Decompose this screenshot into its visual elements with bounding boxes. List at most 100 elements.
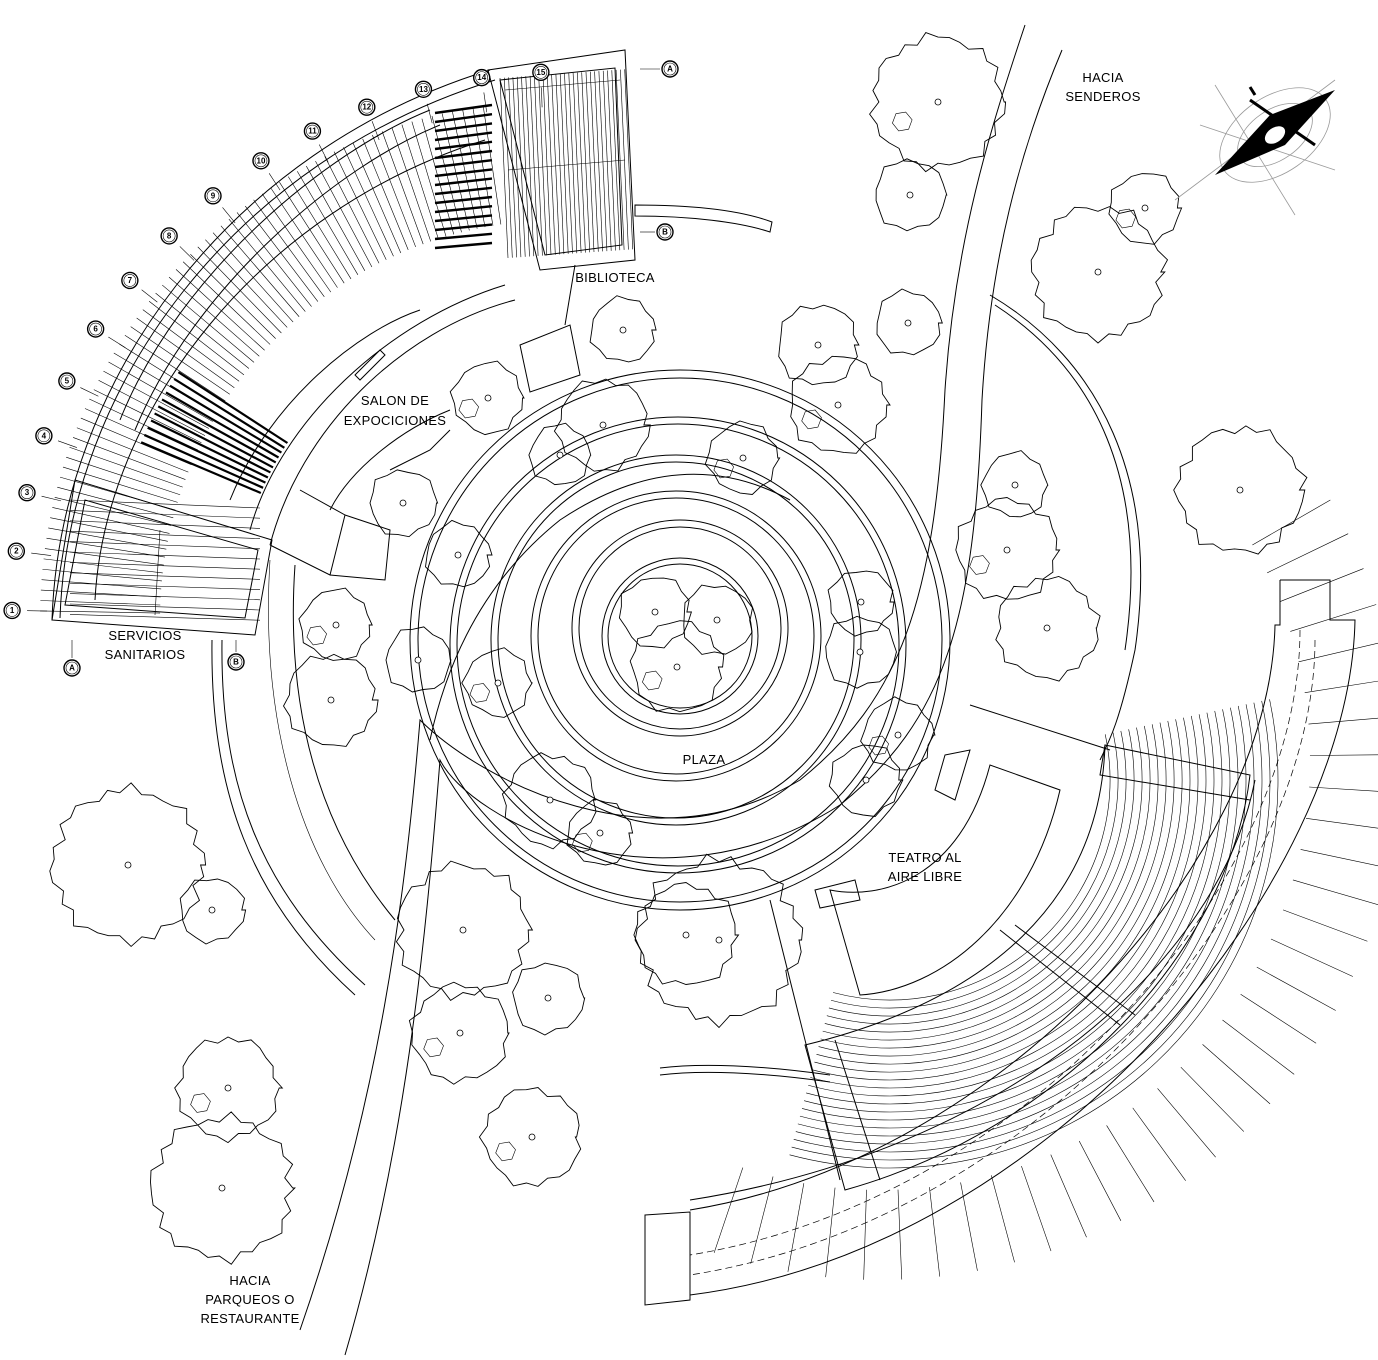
tree-icon: [995, 576, 1101, 682]
tree-icon: [174, 1036, 284, 1144]
grid-number-label: 7: [128, 276, 133, 285]
parqueos-label-2: PARQUEOS O: [205, 1292, 294, 1307]
salon-label-2: EXPOCICIONES: [344, 413, 447, 428]
grid-number-label: 10: [257, 156, 266, 165]
left-walkway: [211, 409, 451, 996]
grid-number-label: 2: [14, 547, 19, 556]
grid-number-label: 3: [25, 488, 30, 497]
grid-bubble-14: 14: [473, 68, 491, 113]
tree-icon: [369, 469, 439, 538]
servicios-label: SERVICIOS: [108, 628, 181, 643]
grid-letter-label: A: [667, 65, 673, 74]
grid-letter-label: B: [233, 658, 239, 667]
parqueos-label: HACIA: [229, 1273, 270, 1288]
tree-icon: [828, 744, 904, 817]
grid-number-label: 1: [10, 606, 15, 615]
tree-icon: [790, 355, 891, 454]
grid-bubble-5: 5: [58, 372, 99, 397]
grid-number-label: 6: [93, 325, 98, 334]
tree-icon: [385, 626, 452, 693]
grid-bubble-10: 10: [252, 152, 281, 191]
grid-bubble-1: 1: [3, 601, 48, 620]
grid-number-label: 14: [477, 73, 486, 82]
main-path: [299, 24, 1063, 1356]
tree-icon: [282, 653, 379, 747]
tree-icon: [512, 962, 586, 1036]
tree-icon: [876, 288, 943, 356]
grid-letter-label: A: [69, 664, 75, 673]
grid-bubble-11: 11: [303, 122, 329, 163]
teatro-label-2: AIRE LIBRE: [888, 869, 963, 884]
tree-icon: [528, 422, 592, 486]
plaza-label: PLAZA: [683, 752, 726, 767]
tree-icon: [150, 1111, 296, 1265]
grid-bubble-8: 8: [160, 227, 195, 261]
tree-icon: [633, 882, 740, 985]
grid-bubble-13: 13: [414, 80, 433, 124]
tree-icon: [704, 420, 781, 495]
grid-bubble-6: 6: [86, 320, 126, 348]
tree-icon: [408, 981, 510, 1085]
tree-icon: [566, 798, 634, 866]
grid-number-label: 12: [362, 103, 371, 112]
tree-icon: [1173, 425, 1308, 555]
teatro-label: TEATRO AL: [888, 850, 961, 865]
grid-number-label: 9: [211, 191, 216, 200]
biblioteca-label: BIBLIOTECA: [575, 270, 655, 285]
hacia-senderos-label: HACIA: [1082, 70, 1123, 85]
tree-icon: [875, 158, 948, 232]
tree-icon: [825, 615, 898, 689]
tree-icon: [869, 32, 1007, 173]
grid-bubble-B: B: [656, 223, 674, 241]
tree-icon: [860, 696, 936, 771]
spiral-plaza: [409, 369, 951, 911]
tree-icon: [553, 378, 651, 472]
salon-label: SALON DE: [361, 393, 429, 408]
west-building: [40, 49, 773, 636]
tree-icon: [778, 304, 860, 386]
tree-icon: [629, 620, 725, 713]
tree-icon: [980, 450, 1049, 518]
grid-number-label: 4: [42, 431, 47, 440]
grid-number-label: 15: [536, 68, 545, 77]
grid-number-label: 8: [167, 231, 172, 240]
trees: [49, 32, 1308, 1265]
grid-bubble-15: 15: [532, 63, 550, 108]
tree-icon: [618, 577, 693, 649]
grid-bubble-2: 2: [7, 542, 52, 560]
tree-icon: [49, 782, 207, 948]
amphitheater-seating: [789, 699, 1279, 1191]
tree-icon: [501, 752, 597, 850]
tree-icon: [395, 860, 534, 1002]
tree-icon: [478, 1087, 582, 1187]
grid-number-label: 11: [308, 127, 317, 136]
grid-number-label: 5: [65, 377, 70, 386]
grid-bubble-3: 3: [18, 484, 62, 502]
right-arcs: [659, 294, 1142, 1181]
tree-icon: [955, 497, 1061, 600]
grid-bubble-9: 9: [204, 187, 236, 224]
tree-icon: [425, 519, 493, 588]
grid-bubble-A: A: [63, 659, 81, 677]
grid-bubble-7: 7: [121, 271, 158, 303]
labels: HACIA SENDEROS BIBLIOTECA SALON DE EXPOC…: [105, 70, 1141, 1326]
grid-number-label: 13: [419, 85, 428, 94]
tree-icon: [449, 360, 525, 436]
grid-bubble-A: A: [661, 60, 679, 78]
servicios-label-2: SANITARIOS: [105, 647, 186, 662]
grid-letter-label: B: [662, 228, 668, 237]
tree-icon: [461, 647, 533, 718]
tree-icon: [179, 878, 247, 945]
promenade: [644, 499, 1378, 1306]
hacia-senderos-label-2: SENDEROS: [1065, 89, 1140, 104]
tree-icon: [683, 584, 753, 655]
tree-icon: [589, 295, 657, 363]
tree-icon: [298, 587, 373, 661]
parqueos-label-3: RESTAURANTE: [200, 1311, 299, 1326]
tree-icon: [1030, 206, 1169, 344]
tree-icon: [827, 570, 895, 637]
tree-icon: [1108, 173, 1183, 245]
grid-bubble-B: B: [227, 653, 245, 671]
